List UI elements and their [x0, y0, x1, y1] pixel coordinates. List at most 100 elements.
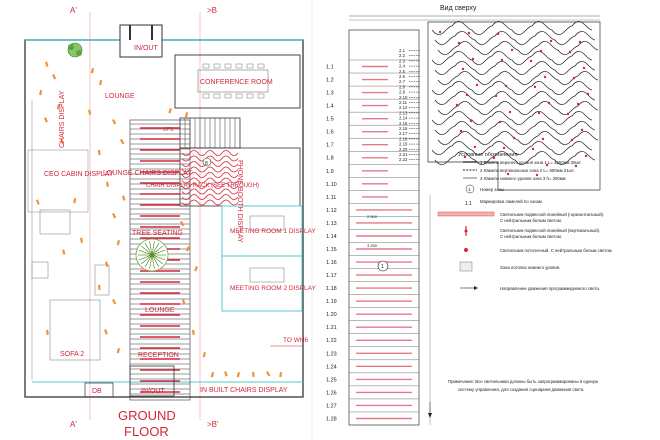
wave-light-dot [471, 57, 475, 61]
leaf-stroke [149, 241, 153, 256]
zone2-label: 2.5 [399, 69, 406, 74]
wave-light-dot [469, 119, 473, 123]
chair-mark [279, 371, 283, 378]
chair-icon [257, 63, 265, 69]
zone2-label: 2.16 [399, 126, 408, 131]
chair-mark [236, 371, 241, 378]
plan-title-line2: FLOOR [124, 424, 169, 439]
wave-light-dot [500, 58, 504, 62]
leaf-stroke [151, 241, 155, 256]
wave-light-dot [570, 138, 574, 142]
wave-line [434, 61, 596, 75]
legend-zone-symbol: 1 [468, 187, 471, 192]
label-reception: RECEPTION [138, 352, 179, 359]
label-in-out-bottom: IN/OUT [141, 388, 165, 395]
chair-mark [116, 347, 121, 354]
booth-wave [181, 183, 239, 189]
grid-label-b-top: >B [207, 6, 217, 15]
chair-mark [45, 61, 49, 67]
chair-mark [111, 119, 117, 125]
chair-mark [88, 109, 92, 115]
chair-mark [210, 372, 215, 378]
meeting-table-1 [249, 215, 285, 231]
wave-zone-outline [427, 21, 601, 191]
zone2-label: 2.9 [399, 90, 406, 95]
pantry-counter [94, 264, 110, 296]
ceo-cabin-zone [27, 149, 89, 213]
row-label: 1.23 [326, 351, 337, 357]
chair-mark [112, 213, 117, 219]
wave-light-dot [576, 102, 580, 106]
chair-mark [111, 299, 117, 305]
row-label: 1.25 [326, 377, 337, 383]
chair-icon [246, 63, 254, 69]
wave-light-dot [584, 154, 588, 158]
row-label: 1.6 [326, 130, 334, 136]
row-label: 1.28 [326, 416, 337, 422]
conference-table [197, 69, 269, 93]
label-chairs-display: CHAIRS DISPLAY [59, 90, 66, 148]
floor-plan: A' >B A' >B' [24, 6, 317, 439]
zone2-label: 2.6 [399, 74, 406, 79]
zone2-label: 2.3 [399, 58, 406, 63]
leaf-stroke [151, 254, 160, 268]
wave-line [431, 51, 593, 65]
leaf-stroke [138, 249, 153, 256]
leaf-stroke [141, 254, 153, 265]
dim-2500: 2 500 [367, 214, 378, 219]
wave-light-dot [543, 75, 547, 79]
zone2-label: 2.17 [399, 131, 408, 136]
row-label: 1.24 [326, 364, 337, 370]
row-label: 1.8 [326, 156, 334, 162]
label-conference-room: CONFERENCE ROOM [200, 79, 273, 86]
zone2-label: 2.10 [399, 95, 408, 100]
wave-light-dot [467, 31, 471, 35]
chair-mark [56, 104, 61, 110]
chair-mark [98, 149, 101, 155]
wave-light-dot [465, 93, 469, 97]
zone-marker-circle [377, 260, 389, 272]
legend-item-10: Светильник потолочный. С нейтральным бел… [500, 248, 613, 253]
wave-line [434, 121, 596, 135]
legend-item-2: 2 Ламели вертикальные зона 2 L= 600мм 21… [480, 168, 575, 173]
booth-wave [181, 166, 239, 173]
wave-line [437, 71, 599, 85]
chair-mark [192, 329, 195, 335]
row-label: 1.7 [326, 143, 334, 149]
wave-light-dot [531, 147, 535, 151]
wave-light-dot [580, 128, 584, 132]
booth-marker-label: 8 [205, 161, 208, 167]
chair-mark [266, 370, 271, 377]
wave-light-dot [492, 156, 496, 160]
wave-line [431, 81, 593, 95]
wave-light-dot [533, 85, 537, 89]
wave-line [431, 21, 593, 35]
row-label: 1.16 [326, 260, 337, 266]
dim-3250: 3 250 [367, 243, 378, 248]
label-lounge-2: LOUNGE [145, 307, 175, 314]
leaf-stroke [138, 254, 153, 261]
wave-light-dot [438, 30, 442, 34]
chair-mark [51, 74, 57, 80]
wave-line [431, 141, 593, 155]
zone2-label: 2.4 [399, 64, 406, 69]
chair-icon [213, 93, 221, 99]
label-ceo-cabin: CEO CABIN DISPLAY [44, 171, 114, 178]
wave-light-dot [502, 146, 506, 150]
grid-label-b-bottom: >B' [207, 420, 219, 429]
legend-note-line1: Примечание: Все светильники должны быть … [448, 379, 599, 384]
legend-item-12: Направление движения программируемого св… [500, 286, 600, 291]
wave-light-dot [494, 94, 498, 98]
zone2-label: 2.2 [399, 53, 406, 58]
row-label: 1.4 [326, 104, 334, 110]
chair-icon [224, 93, 232, 99]
ceiling-slat-zone [129, 119, 191, 401]
leaf-stroke [144, 254, 153, 268]
wave-light-dot [457, 41, 461, 45]
chair-mark [80, 237, 84, 243]
chair-mark [59, 138, 65, 145]
wave-light-dot [496, 32, 500, 36]
booth-wave [181, 177, 239, 184]
label-lounge-chairs: LOUNGE CHAIRS DISPLAY [103, 170, 192, 177]
